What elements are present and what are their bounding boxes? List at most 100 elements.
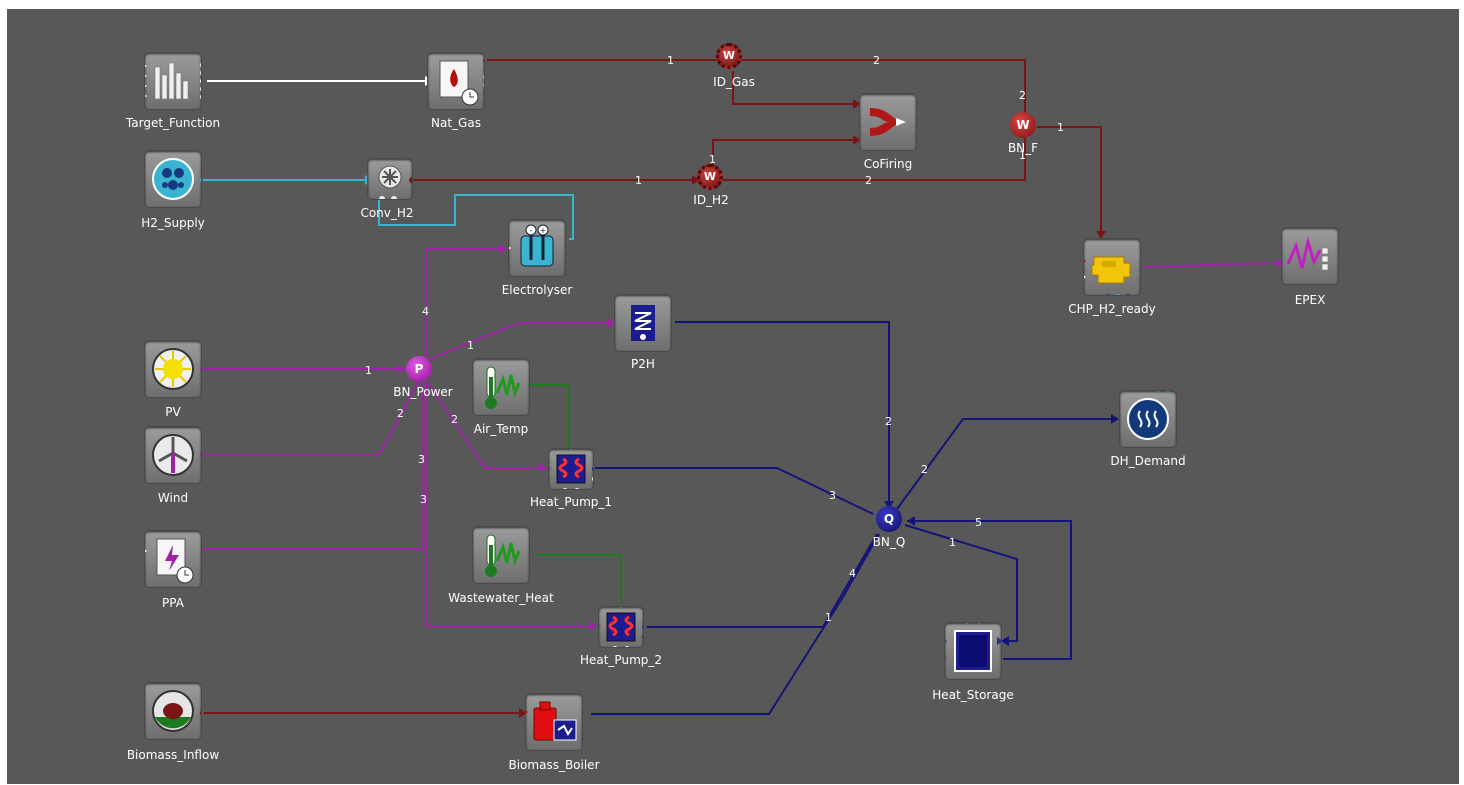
wire-label: 4 [422,305,429,318]
wire-idh2-bnf[interactable] [723,137,1026,181]
wire-label: 3 [829,489,836,502]
arrow-electrolyser-in [499,244,507,254]
wire-label: 2 [873,54,880,67]
storage-tank-icon [945,623,1001,672]
bus-bn-power[interactable]: P [406,356,432,382]
wire-airtemp-hp1[interactable] [529,384,570,449]
wire-bnq-dhdemand[interactable] [896,418,1115,510]
node-label-electrolyser: Electrolyser [501,283,573,297]
node-label-heat-pump-1: Heat_Pump_1 [529,495,613,509]
wire-bnf-chp[interactable] [1037,126,1102,235]
node-cofiring[interactable] [860,94,916,150]
bus-symbol: Q [883,512,895,526]
node-biomass-boiler[interactable] [526,694,582,750]
arrow-p2h-in [607,318,615,328]
wire-bnpower-electrolyser[interactable] [426,248,503,357]
wire-bnpower-ppa[interactable] [203,383,424,550]
wire-electrolyser-convh2[interactable] [378,187,574,240]
wind-turbine-icon [152,434,201,476]
wire-label: 1 [1019,149,1026,162]
node-label-conv-h2: Conv_H2 [360,206,414,220]
bus-bn-f[interactable]: W [1010,112,1036,138]
node-wind[interactable] [145,427,201,483]
arrow-chp-in [1096,231,1106,239]
node-label-chp-h2-ready: CHP_H2_ready [1068,302,1156,316]
power-contract-icon [145,538,194,584]
electric-heater-icon [631,305,655,341]
electrolyser-icon: - + [509,224,554,267]
wire-label: 2 [397,407,404,420]
node-target-function[interactable] [145,53,201,109]
node-label-ppa: PPA [162,596,184,610]
node-label-air-temp: Air_Temp [473,422,529,436]
merge-icon [870,108,906,136]
wire-wastewater-hp2[interactable] [537,554,622,603]
bus-label-bn-power: BN_Power [393,385,453,399]
wire-idgas-cofiring[interactable] [732,71,859,105]
wire-bnpower-hp1[interactable] [426,380,543,469]
connection-wires [203,55,1285,718]
wire-label: 4 [849,567,856,580]
svg-text:-: - [530,226,533,235]
node-h2-supply[interactable] [145,151,201,207]
thermometer-icon [485,534,521,577]
node-label-heat-pump-2: Heat_Pump_2 [579,653,663,667]
arrow-epex-in [1277,258,1285,268]
node-heat-pump-1[interactable] [549,449,593,489]
node-biomass-inflow[interactable] [145,683,201,739]
node-chp-h2-ready[interactable] [1084,239,1140,295]
biomass-icon [152,690,201,732]
wire-idgas-bnf[interactable] [739,59,1026,113]
wire-p2h-bnq[interactable] [675,321,890,507]
wire-hp1-bnq[interactable] [595,467,874,515]
node-heat-storage[interactable] [945,623,1001,679]
sun-icon [152,348,201,390]
node-pv[interactable] [145,341,201,397]
bar-chart-stack-icon [145,62,201,100]
wire-storage-bnq[interactable] [907,520,1072,660]
node-conv-h2[interactable] [368,159,412,199]
node-dh-demand[interactable] [1120,391,1176,447]
node-label-pv: PV [165,405,181,419]
heating-demand-icon [1127,391,1170,440]
bus-bn-q[interactable]: Q [876,506,902,532]
node-heat-pump-2[interactable] [599,607,643,647]
model-canvas[interactable]: 1 2 2 1 1 1 1 2 1 2 1 4 2 3 3 2 3 2 5 1 … [7,9,1459,784]
arrow-boiler-in [519,708,527,718]
wire-label: 1 [365,364,372,377]
wire-wind-bnpower[interactable] [203,380,420,456]
compressor-icon [378,165,412,199]
node-label-cofiring: CoFiring [863,157,913,171]
wire-label: 2 [921,463,928,476]
arrow-bnq-in-p2h [884,501,894,509]
bus-id-gas[interactable]: W [716,43,742,69]
node-label-biomass-boiler: Biomass_Boiler [508,758,600,772]
node-nat-gas[interactable] [428,53,484,109]
price-chart-icon [1286,236,1329,271]
gas-contract-icon [439,58,484,106]
heat-pump-icon [549,449,593,489]
bus-symbol: P [414,362,424,376]
node-label-wind: Wind [157,491,189,505]
node-p2h[interactable] [615,295,671,351]
node-label-heat-storage: Heat_Storage [932,688,1014,702]
wire-label: 5 [975,516,982,529]
bus-symbol: W [1016,118,1030,132]
wire-boiler-bnq[interactable] [591,533,880,715]
wire-chp-epex[interactable] [1142,262,1280,268]
node-electrolyser[interactable]: - + [509,220,565,276]
wire-idh2-cofiring[interactable] [712,139,859,166]
node-air-temp[interactable] [473,359,529,415]
bus-symbol: W [703,170,717,183]
molecule-icon [152,158,201,200]
node-wastewater-heat[interactable] [473,527,529,583]
bus-id-h2[interactable]: W [697,164,723,190]
node-ppa[interactable] [145,531,201,587]
wire-bnpower-p2h[interactable] [426,322,611,361]
node-epex[interactable] [1282,228,1338,284]
bus-label-id-h2: ID_H2 [693,193,729,207]
node-label-biomass-inflow: Biomass_Inflow [126,748,220,762]
wire-bnpower-hp2[interactable] [426,383,593,627]
arrow-cofiring-in-b [853,135,861,145]
node-label-epex: EPEX [1294,293,1326,307]
